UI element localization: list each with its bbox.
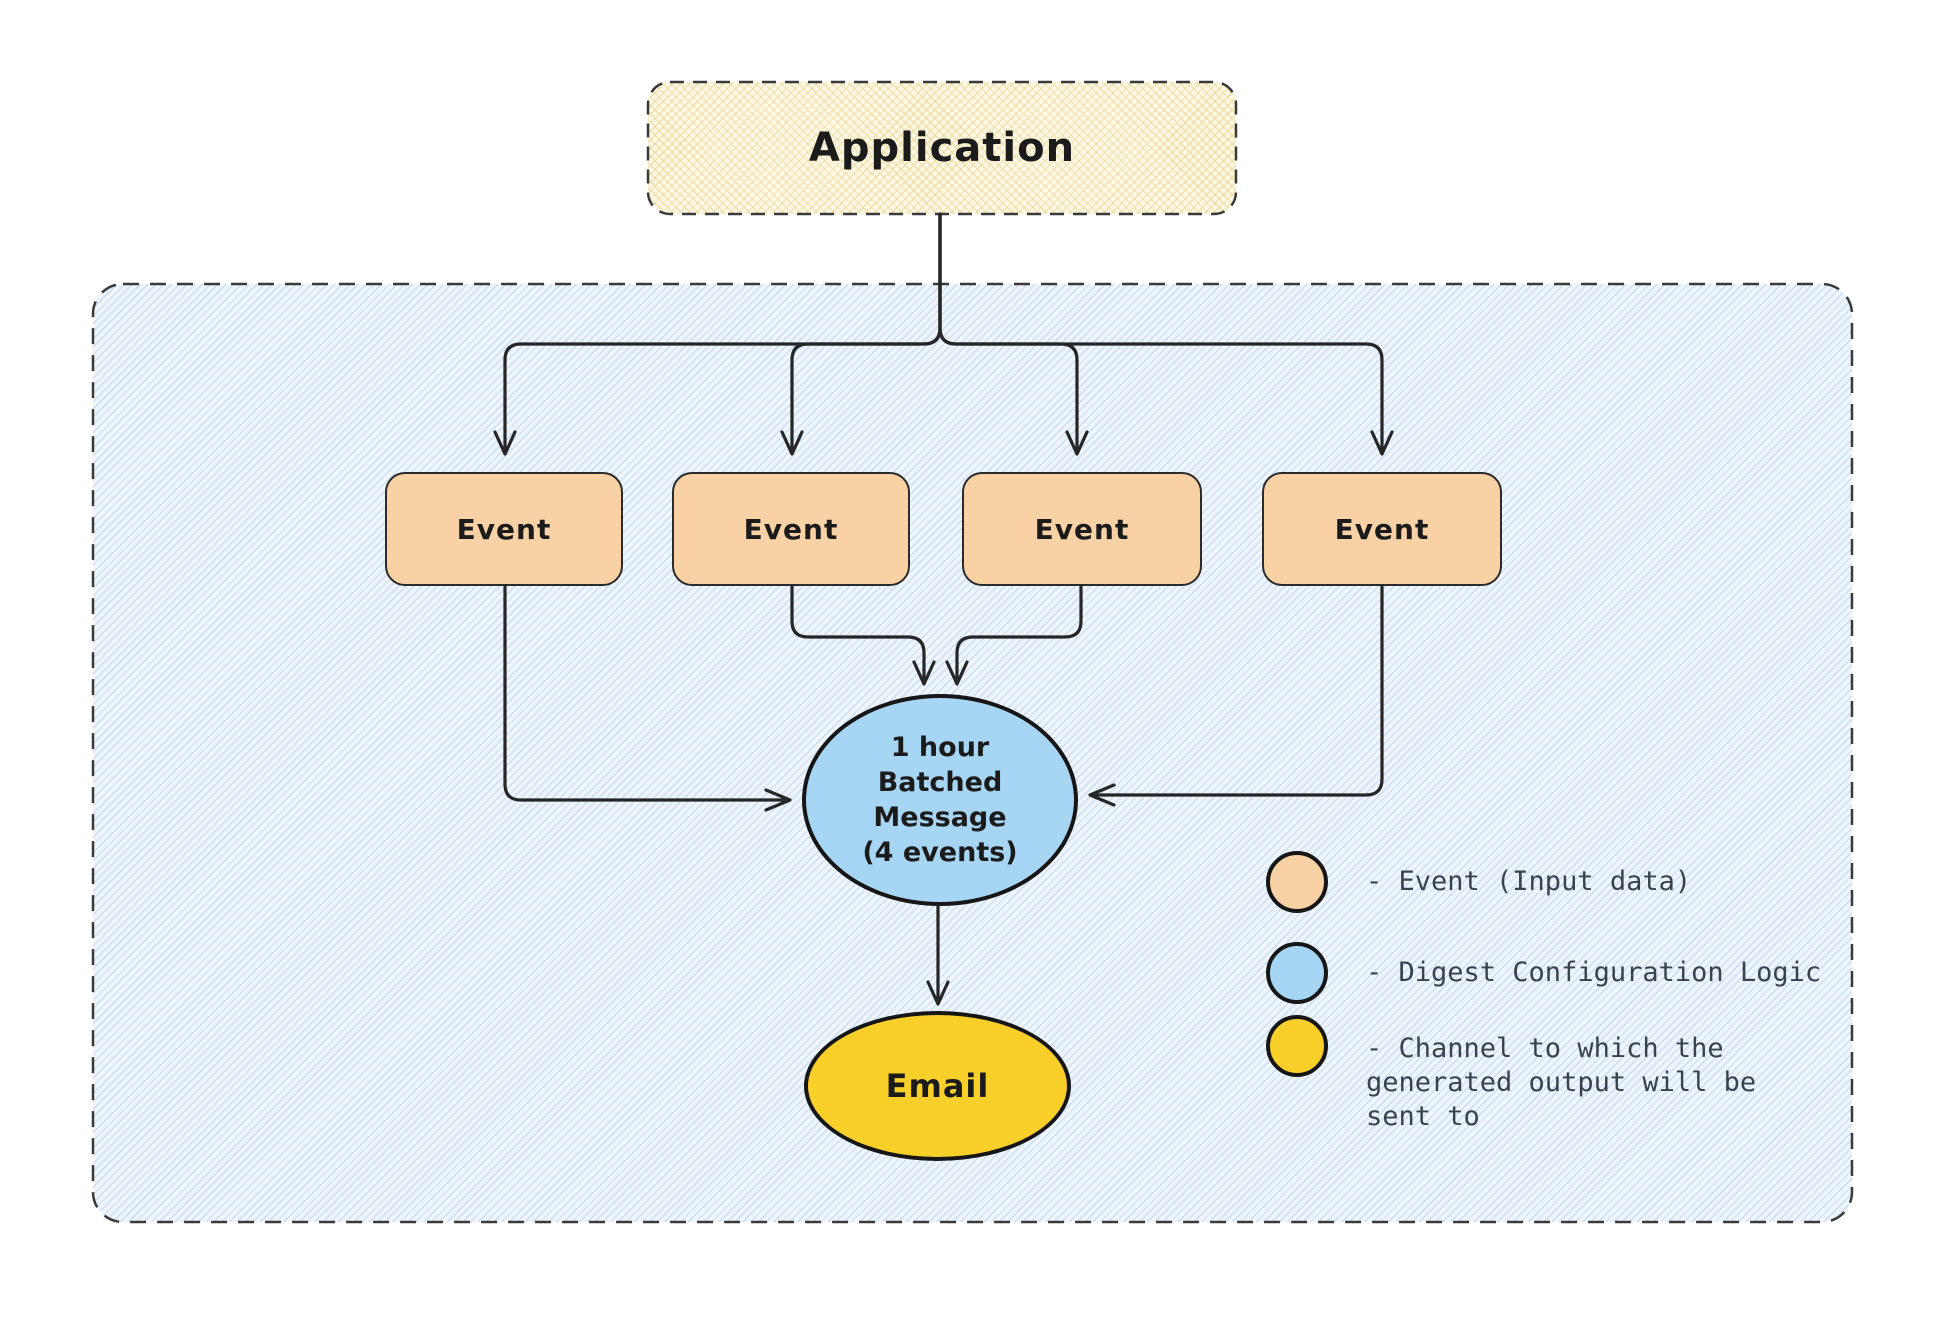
legend-item-digest: - Digest Configuration Logic [1266, 942, 1821, 1004]
email-channel-node: Email [804, 1011, 1071, 1161]
event-label: Event [743, 512, 839, 546]
channel-swatch-icon [1266, 1015, 1328, 1077]
legend-label-event: - Event (Input data) [1366, 866, 1692, 897]
digest-swatch-icon [1266, 942, 1328, 1004]
event-label: Event [1334, 512, 1430, 546]
batched-message-node: 1 hour Batched Message (4 events) [802, 694, 1078, 906]
event-node-3: Event [962, 472, 1202, 586]
event-label: Event [1034, 512, 1130, 546]
legend-label-channel: - Channel to which the generated output … [1366, 1033, 1757, 1132]
event-swatch-icon [1266, 851, 1328, 913]
batched-message-label: 1 hour Batched Message (4 events) [862, 732, 1018, 868]
application-node: Application [648, 82, 1236, 214]
event-label: Event [456, 512, 552, 546]
event-node-2: Event [672, 472, 910, 586]
application-label: Application [808, 125, 1076, 171]
event-node-1: Event [385, 472, 623, 586]
email-channel-label: Email [885, 1067, 990, 1105]
legend-item-event: - Event (Input data) [1266, 851, 1691, 913]
legend-item-channel: - Channel to which the generated output … [1266, 1015, 1756, 1134]
event-node-4: Event [1262, 472, 1502, 586]
legend-label-digest: - Digest Configuration Logic [1366, 957, 1822, 988]
